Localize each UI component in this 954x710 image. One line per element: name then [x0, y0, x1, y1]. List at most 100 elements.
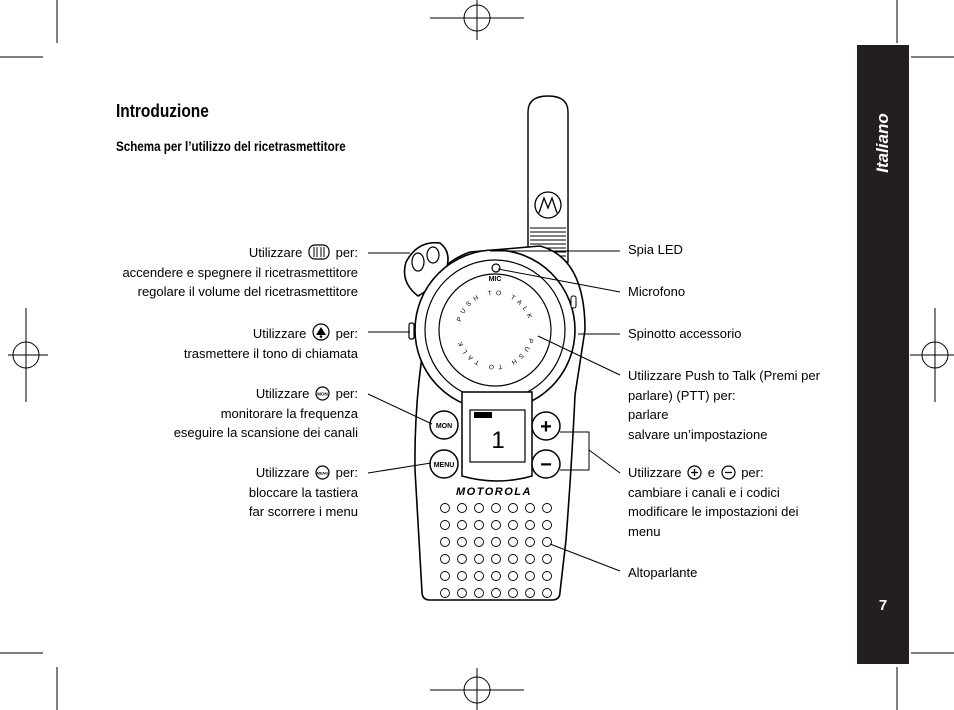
registration-mark-top — [430, 0, 524, 40]
plusminus-post: per: — [741, 465, 764, 480]
registration-mark-bottom — [430, 668, 524, 710]
speaker-hole — [542, 520, 552, 530]
speaker-hole — [440, 571, 450, 581]
mon-line-2: eseguire la scansione dei canali — [173, 425, 358, 440]
plusminus-callout: Utilizzare e per: cambiare i canali e i … — [628, 463, 799, 541]
speaker-hole — [508, 520, 518, 530]
speaker-hole — [525, 503, 535, 513]
speaker-hole — [525, 554, 535, 564]
speaker-hole — [457, 588, 467, 598]
speaker-hole — [457, 554, 467, 564]
menu-label: MENU — [434, 462, 455, 469]
menu-callout: Utilizzare MENU per: bloccare la tastier… — [249, 463, 358, 522]
mon-callout: Utilizzare MON per: monitorare la freque… — [174, 384, 358, 443]
speaker-hole — [474, 503, 484, 513]
speaker-callout: Altoparlante — [628, 565, 698, 580]
call-tone-icon — [312, 323, 330, 341]
plusminus-mid: e — [707, 465, 715, 480]
speaker-hole — [508, 588, 518, 598]
mon-label: MON — [436, 423, 452, 430]
mon-line-1: monitorare la frequenza — [220, 405, 358, 421]
speaker-hole — [508, 537, 518, 547]
speaker-hole — [440, 554, 450, 564]
menu-button-icon: MENU — [315, 465, 330, 480]
microphone-icon — [491, 263, 501, 273]
speaker-hole — [525, 537, 535, 547]
speaker-grille — [440, 503, 552, 598]
speaker-hole — [508, 571, 518, 581]
menu-pre: Utilizzare — [255, 465, 310, 480]
speaker-hole — [508, 503, 518, 513]
svg-text:MENU: MENU — [317, 471, 329, 476]
speaker-hole — [491, 537, 501, 547]
speaker-hole — [508, 554, 518, 564]
power-callout: Utilizzare per: accendere e spegnere il … — [122, 243, 358, 302]
registration-mark-left — [8, 308, 48, 402]
speaker-hole — [474, 588, 484, 598]
mon-pre: Utilizzare — [255, 386, 310, 401]
language-tab: Italiano 7 — [857, 45, 909, 664]
mon-post: per: — [335, 386, 358, 401]
power-volume-knob-icon — [308, 244, 330, 260]
mon-button[interactable] — [429, 410, 459, 440]
leader-lines — [367, 250, 621, 572]
call-line-1: trasmettere il tono di chiamata — [183, 345, 358, 361]
menu-button[interactable] — [429, 449, 459, 479]
ptt-line-3: parlare — [628, 407, 669, 422]
speaker-hole — [440, 520, 450, 530]
speaker-hole — [525, 571, 535, 581]
menu-post: per: — [335, 465, 358, 480]
minus-icon — [720, 465, 736, 480]
lcd-display — [469, 409, 526, 463]
speaker-hole — [474, 571, 484, 581]
ptt-line-2: parlare) (PTT) per: — [628, 387, 736, 403]
speaker-hole — [440, 537, 450, 547]
speaker-hole — [525, 520, 535, 530]
speaker-hole — [457, 571, 467, 581]
mon-button-icon: MON — [315, 386, 330, 401]
plusminus-pre: Utilizzare — [628, 465, 682, 480]
brand-label: MOTOROLA — [456, 486, 532, 498]
speaker-hole — [440, 588, 450, 598]
speaker-hole — [457, 537, 467, 547]
registration-mark-right — [910, 308, 954, 402]
speaker-hole — [474, 537, 484, 547]
antenna — [527, 95, 569, 263]
ptt-line-4: salvare un’impostazione — [628, 426, 768, 442]
speaker-hole — [542, 571, 552, 581]
speaker-hole — [542, 554, 552, 564]
call-pre: Utilizzare — [252, 326, 307, 341]
language-label: Italiano — [873, 113, 892, 173]
led-callout: Spia LED — [628, 242, 683, 257]
plus-button[interactable] — [531, 411, 561, 441]
section-subtitle: Schema per l’utilizzo del ricetrasmettit… — [116, 139, 346, 154]
power-line-1: accendere e spegnere il ricetrasmettitor… — [122, 264, 358, 280]
speaker-hole — [525, 588, 535, 598]
speaker-hole — [491, 554, 501, 564]
ptt-line-1: Utilizzare Push to Talk (Premi per — [628, 368, 820, 383]
plus-label: + — [540, 416, 552, 438]
minus-button[interactable] — [531, 449, 561, 479]
power-line-2: regolare il volume del ricetrasmettitore — [137, 284, 358, 299]
call-callout: Utilizzare per: trasmettere il tono di c… — [184, 323, 358, 363]
speaker-hole — [474, 554, 484, 564]
plusminus-line-3: menu — [628, 523, 661, 539]
speaker-hole — [542, 588, 552, 598]
display-digit: 1 — [491, 427, 504, 454]
speaker-hole — [491, 520, 501, 530]
accessory-callout: Spinotto accessorio — [628, 326, 742, 341]
call-button — [408, 322, 415, 340]
power-post: per: — [335, 245, 358, 260]
speaker-hole — [542, 537, 552, 547]
svg-text:MON: MON — [317, 392, 328, 397]
minus-label: − — [540, 454, 552, 476]
menu-line-2: far scorrere i menu — [248, 504, 358, 519]
speaker-hole — [542, 503, 552, 513]
speaker-hole — [474, 520, 484, 530]
power-pre: Utilizzare — [248, 245, 303, 260]
page-number: 7 — [878, 597, 888, 614]
call-post: per: — [335, 326, 358, 341]
speaker-hole — [440, 503, 450, 513]
